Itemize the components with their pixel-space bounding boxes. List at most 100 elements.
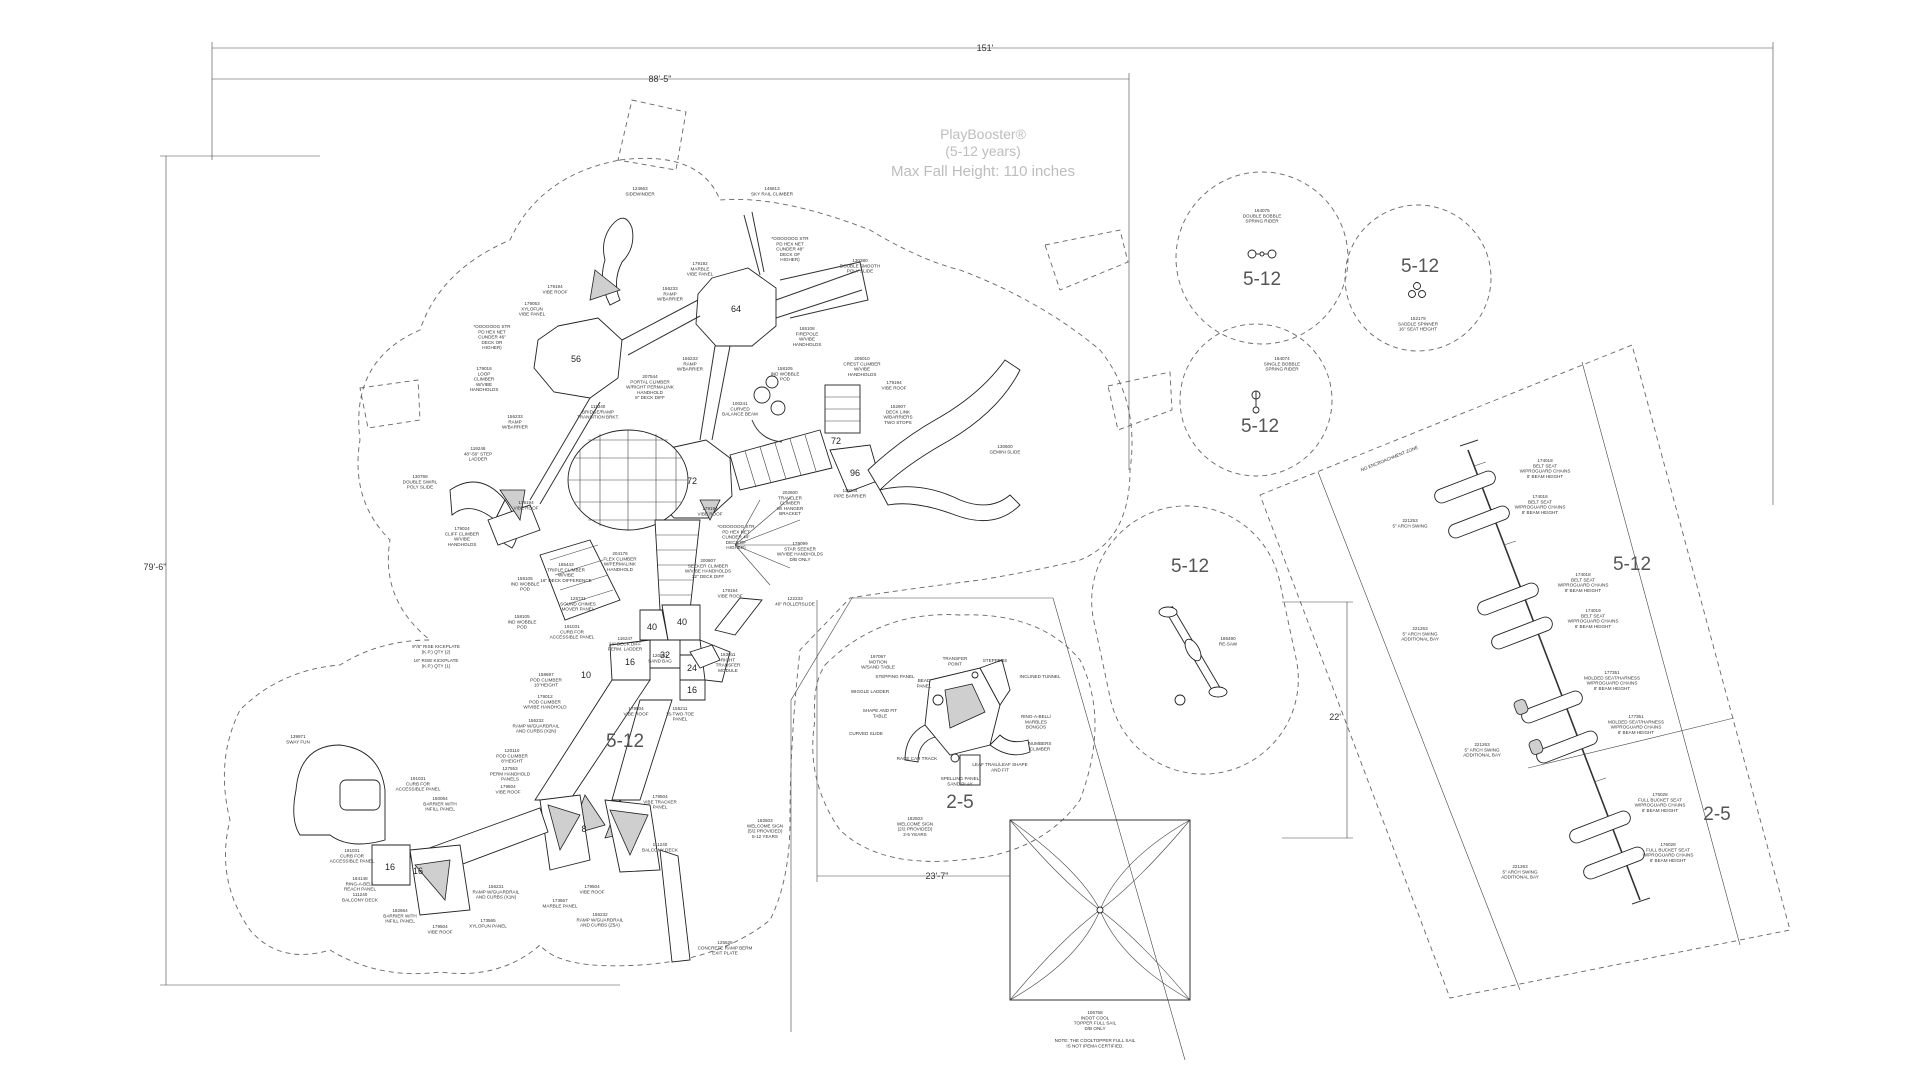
zone-spinner: [1344, 204, 1492, 352]
rollerslide: [714, 597, 763, 636]
age-zone-spring-double: 5-12: [1243, 269, 1281, 290]
age-zone-toddler: 2-5: [946, 792, 973, 813]
deck-32-label: 32: [660, 650, 670, 660]
label-toddler-tunnel: INCLINED TUNNEL: [1019, 674, 1060, 679]
seesaw-icon: [1158, 605, 1228, 706]
deck-10-label: 10: [581, 670, 591, 680]
dim-swing-depth: 22': [1329, 712, 1341, 722]
zone-double-spring: [1175, 171, 1349, 345]
dim-structure-width: 88'-5": [649, 74, 672, 84]
sway-fun: [293, 744, 386, 845]
deck-24-label: 24: [687, 663, 697, 673]
dimension-lines: 151' 88'-5" 79'-6" 23'-7" 22': [144, 42, 1774, 1061]
dim-overall-width: 151': [977, 43, 994, 53]
molded-seat-2: [1536, 730, 1598, 764]
brand-block: PlayBooster® (5-12 years) Max Fall Heigh…: [891, 126, 1075, 180]
gemini-slide: [867, 359, 1021, 491]
toddler-deck-drawing: [904, 659, 1031, 786]
deck-16c: [371, 844, 411, 886]
age-zone-swings-2-5: 2-5: [1703, 804, 1730, 825]
zone-seesaw: [1091, 505, 1299, 775]
deck-72b-label: 72: [831, 436, 841, 446]
label-toddler-race: RACE CAR TRACK: [897, 756, 938, 761]
bucket-seat-2: [1583, 846, 1645, 880]
bucket-seat-1: [1569, 810, 1631, 844]
label-toddler-stepping: STEPPING PANEL: [875, 674, 915, 679]
dim-toddler-width: 23'-7": [926, 871, 949, 881]
toddler-use-zone: [812, 614, 1096, 862]
label-toddler-steppers: STEPPERS: [983, 658, 1008, 663]
brand-ages: (5-12 years): [945, 143, 1020, 159]
main-play-structure: [293, 211, 1021, 963]
age-zone-spring-single: 5-12: [1241, 416, 1279, 437]
deck-96-label: 96: [850, 468, 860, 478]
belt-seat-1: [1434, 470, 1496, 504]
deck-72-label: 72: [687, 476, 697, 486]
double-swirl-slide: [449, 481, 506, 521]
label-toddler-ladder: WIGGLE LADDER: [851, 689, 890, 694]
transfer: [689, 644, 721, 669]
